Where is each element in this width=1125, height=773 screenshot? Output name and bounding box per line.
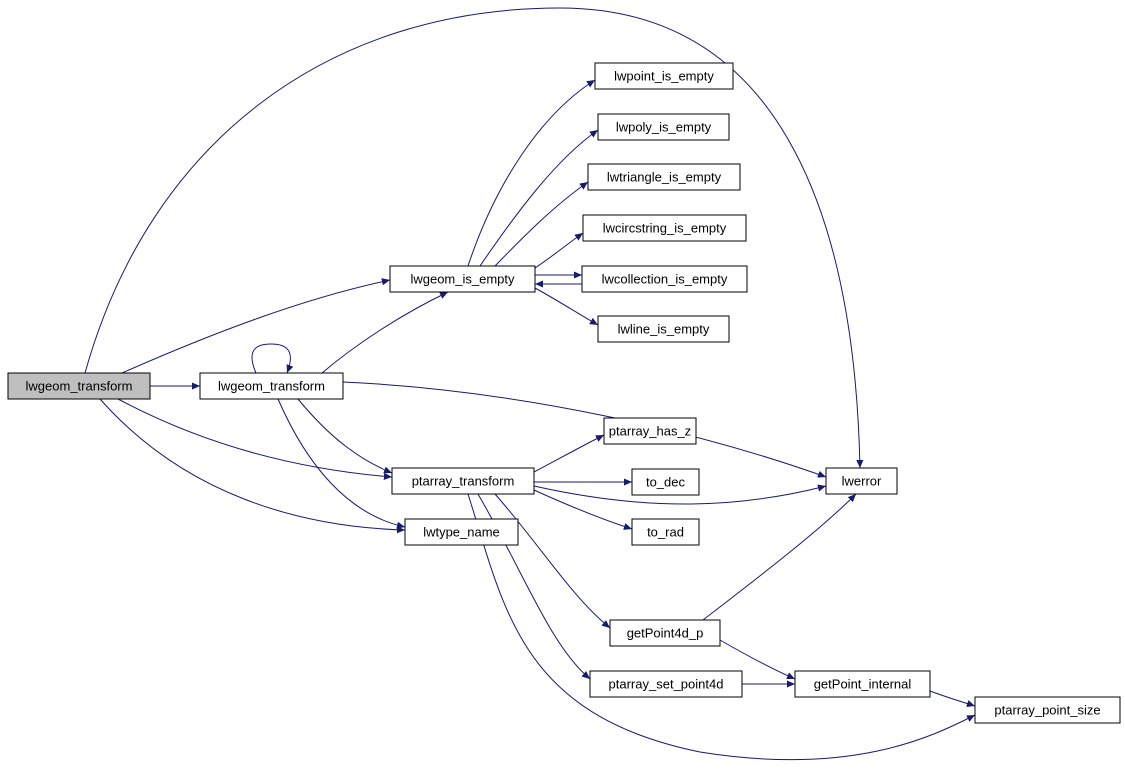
node-lwgeom_transform[interactable]: lwgeom_transform [199, 372, 344, 400]
edge-lwgeom_is_empty--lwpoint_is_empty [467, 79, 596, 267]
node-box-lwgeom_transform_selected [7, 372, 151, 400]
edge-ptarray_transform--to_rad [533, 489, 633, 530]
edge-lwgeom_is_empty--lwline_is_empty [534, 287, 599, 326]
edge-lwgeom_transform_selected--ptarray_transform [117, 398, 393, 480]
node-box-lwerror[interactable] [825, 467, 898, 495]
node-lwtriangle_is_empty[interactable]: lwtriangle_is_empty [587, 163, 741, 191]
node-lwgeom_transform_selected: lwgeom_transform [7, 372, 151, 400]
edge-lwgeom_transform_selected--lwerror [84, 7, 864, 469]
node-box-getPoint_internal[interactable] [794, 670, 931, 698]
node-ptarray_set_point4d[interactable]: ptarray_set_point4d [589, 670, 743, 698]
node-box-to_rad[interactable] [631, 518, 700, 546]
node-box-lwpoly_is_empty[interactable] [597, 113, 730, 141]
edge-ptarray_transform--ptarray_point_size [467, 493, 976, 761]
node-box-getPoint4d_p[interactable] [609, 619, 721, 647]
node-label-lwpoint_is_empty: lwpoint_is_empty [614, 69, 714, 84]
node-lwpoint_is_empty[interactable]: lwpoint_is_empty [594, 62, 734, 90]
edge-lwgeom_transform--ptarray_transform [297, 398, 393, 474]
edge-lwgeom_is_empty--lwtriangle_is_empty [494, 181, 589, 267]
node-box-lwgeom_is_empty[interactable] [389, 265, 536, 293]
node-label-lwtriangle_is_empty: lwtriangle_is_empty [607, 170, 722, 185]
node-label-lwcircstring_is_empty: lwcircstring_is_empty [603, 221, 727, 236]
node-getPoint4d_p[interactable]: getPoint4d_p [609, 619, 721, 647]
node-box-lwline_is_empty[interactable] [597, 315, 730, 343]
node-label-ptarray_set_point4d: ptarray_set_point4d [609, 677, 724, 692]
edge-lwgeom_is_empty--lwcircstring_is_empty [534, 232, 584, 269]
node-label-lwgeom_transform_selected: lwgeom_transform [26, 379, 133, 394]
node-label-getPoint4d_p: getPoint4d_p [627, 626, 704, 641]
edge-ptarray_transform--getPoint4d_p [494, 493, 611, 629]
edge-lwgeom_transform--lwtype_name [277, 398, 406, 529]
node-lwerror[interactable]: lwerror [825, 467, 898, 495]
node-label-getPoint_internal: getPoint_internal [814, 677, 912, 692]
node-getPoint_internal[interactable]: getPoint_internal [794, 670, 931, 698]
edge-lwgeom_transform_selected--lwtype_name [99, 398, 406, 534]
node-lwcollection_is_empty[interactable]: lwcollection_is_empty [581, 265, 748, 293]
node-to_rad[interactable]: to_rad [631, 518, 700, 546]
node-box-ptarray_set_point4d[interactable] [589, 670, 743, 698]
node-box-ptarray_has_z[interactable] [603, 417, 697, 445]
edge-getPoint4d_p--getPoint_internal [719, 639, 796, 680]
node-label-ptarray_transform: ptarray_transform [412, 474, 515, 489]
node-label-to_rad: to_rad [647, 525, 684, 540]
node-box-lwgeom_transform[interactable] [199, 372, 344, 400]
node-box-ptarray_point_size[interactable] [974, 696, 1121, 724]
edge-lwgeom_is_empty--lwpoly_is_empty [479, 129, 599, 267]
node-ptarray_has_z[interactable]: ptarray_has_z [603, 417, 697, 445]
node-label-lwcollection_is_empty: lwcollection_is_empty [602, 272, 728, 287]
node-label-lwgeom_transform: lwgeom_transform [218, 379, 325, 394]
node-ptarray_transform[interactable]: ptarray_transform [391, 467, 535, 495]
node-lwline_is_empty[interactable]: lwline_is_empty [597, 315, 730, 343]
node-label-lwgeom_is_empty: lwgeom_is_empty [410, 272, 515, 287]
edge-ptarray_transform--lwerror [533, 484, 827, 505]
node-box-ptarray_transform[interactable] [391, 467, 535, 495]
node-lwcircstring_is_empty[interactable]: lwcircstring_is_empty [582, 214, 747, 242]
node-label-ptarray_point_size: ptarray_point_size [994, 703, 1100, 718]
node-label-lwpoly_is_empty: lwpoly_is_empty [616, 120, 712, 135]
node-label-to_dec: to_dec [646, 475, 686, 490]
node-label-lwtype_name: lwtype_name [423, 525, 500, 540]
edge-ptarray_transform--ptarray_has_z [533, 434, 605, 473]
node-box-lwcollection_is_empty[interactable] [581, 265, 748, 293]
edge-lwgeom_transform--lwgeom_transform [251, 343, 294, 374]
node-box-lwtriangle_is_empty[interactable] [587, 163, 741, 191]
node-lwpoly_is_empty[interactable]: lwpoly_is_empty [597, 113, 730, 141]
node-box-lwtype_name[interactable] [404, 518, 519, 546]
node-box-lwpoint_is_empty[interactable] [594, 62, 734, 90]
node-lwtype_name[interactable]: lwtype_name [404, 518, 519, 546]
node-box-to_dec[interactable] [631, 468, 700, 496]
edge-getPoint_internal--ptarray_point_size [929, 690, 976, 708]
edge-lwgeom_transform--lwgeom_is_empty [321, 291, 449, 374]
node-box-lwcircstring_is_empty[interactable] [582, 214, 747, 242]
node-lwgeom_is_empty[interactable]: lwgeom_is_empty [389, 265, 536, 293]
node-ptarray_point_size[interactable]: ptarray_point_size [974, 696, 1121, 724]
node-to_dec[interactable]: to_dec [631, 468, 700, 496]
node-label-lwerror: lwerror [842, 474, 882, 489]
node-label-ptarray_has_z: ptarray_has_z [609, 424, 691, 439]
edge-lwgeom_transform--lwerror [342, 381, 827, 478]
edge-lwgeom_transform_selected--lwgeom_is_empty [121, 278, 391, 374]
edge-getPoint4d_p--lwerror [702, 493, 857, 621]
node-label-lwline_is_empty: lwline_is_empty [618, 322, 710, 337]
